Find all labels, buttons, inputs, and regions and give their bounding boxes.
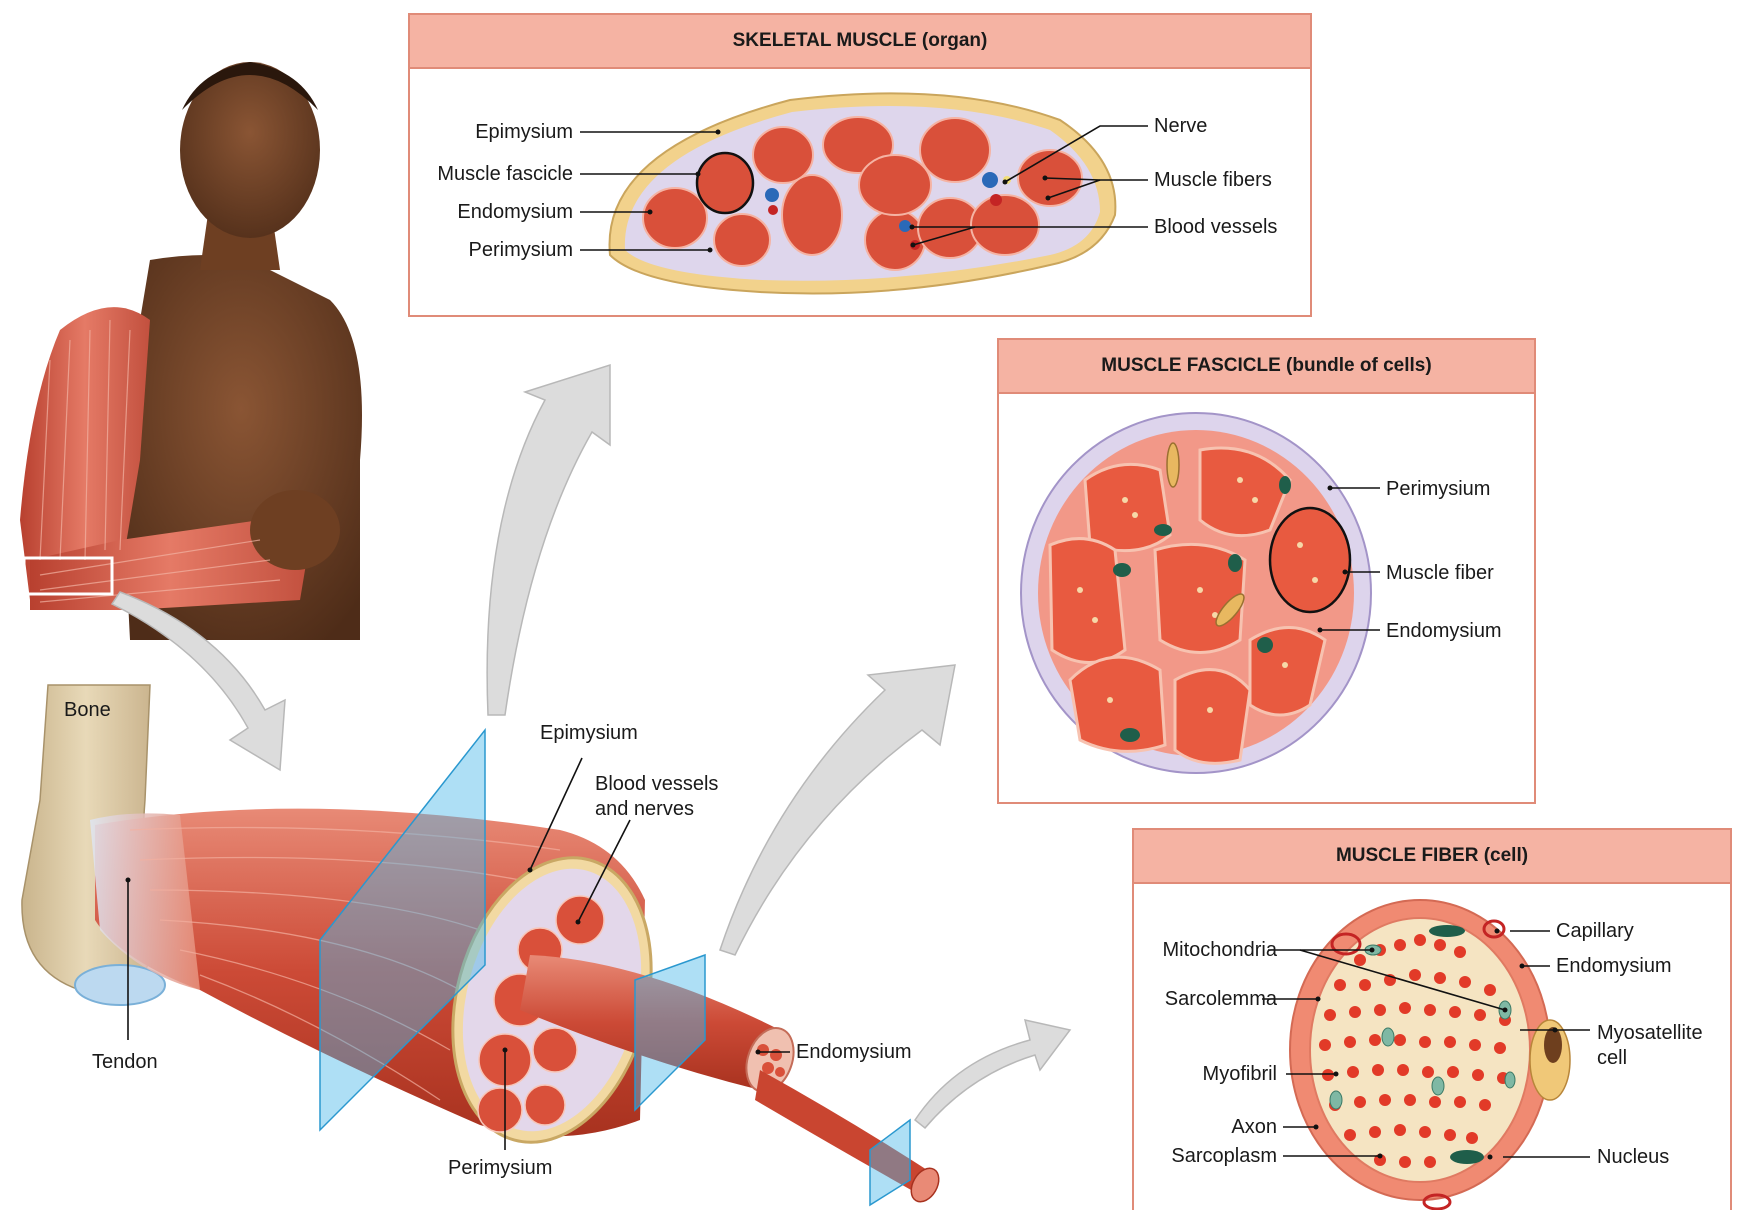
label-fiber-axon: Axon [1231, 1115, 1277, 1139]
label-fiber-sarcolemma: Sarcolemma [1165, 987, 1277, 1011]
label-fiber-mitochondria: Mitochondria [1162, 938, 1277, 962]
label-fiber-endomysium: Endomysium [1556, 954, 1672, 978]
label-fiber-myosatellite-1: Myosatellite [1597, 1021, 1703, 1045]
label-fiber-myosatellite-2: cell [1597, 1046, 1627, 1070]
label-fiber-capillary: Capillary [1556, 919, 1634, 943]
label-fiber-nucleus: Nucleus [1597, 1145, 1669, 1169]
label-fiber-myofibril: Myofibril [1203, 1062, 1277, 1086]
label-fiber-sarcoplasm: Sarcoplasm [1171, 1144, 1277, 1168]
